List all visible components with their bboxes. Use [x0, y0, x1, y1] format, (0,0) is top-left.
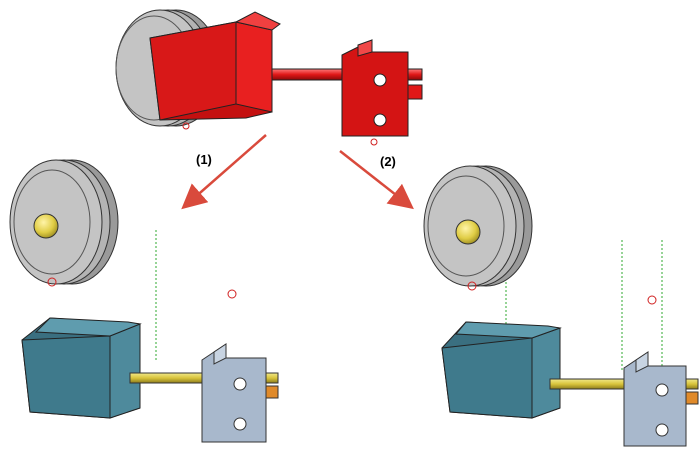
plate-icon — [201, 343, 267, 443]
highlighted-assembly — [115, 9, 423, 146]
wheel-icon — [9, 159, 119, 285]
plate-icon — [623, 351, 687, 447]
arrow-icon — [339, 150, 414, 210]
bracket-icon — [21, 317, 142, 419]
variant-1-label: (1) — [196, 152, 212, 167]
bracket-icon — [441, 321, 562, 419]
plate-icon — [341, 39, 409, 137]
wheel-icon — [423, 165, 533, 287]
bracket-icon — [149, 11, 281, 121]
variant-2-label: (2) — [380, 154, 396, 169]
variant-2-assembly — [423, 165, 699, 447]
arrow-icon — [181, 134, 267, 210]
variant-1-assembly — [9, 159, 279, 443]
